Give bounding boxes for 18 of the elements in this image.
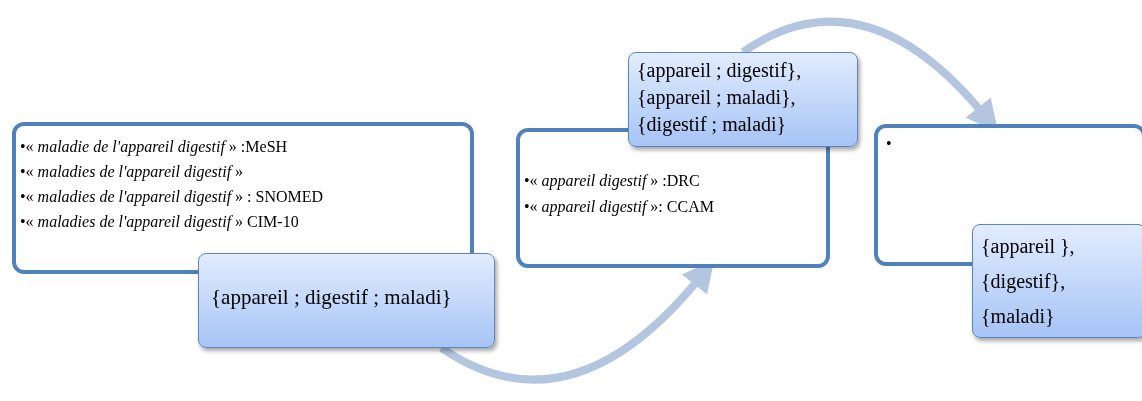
term-box — [628, 52, 858, 147]
term-set: {appareil ; digestif ; maladi} — [211, 284, 452, 311]
term-set: {appareil }, — [981, 234, 1075, 260]
term-set: {appareil ; digestif}, — [637, 58, 802, 84]
list-item: •« maladies de l'appareil digestif » — [20, 162, 244, 183]
list-item: •« appareil digestif »: CCAM — [524, 197, 714, 218]
list-item: •« maladies de l'appareil digestif » CIM-10 — [20, 212, 299, 233]
text-panel — [12, 122, 474, 274]
term-set: {maladi} — [981, 304, 1055, 329]
list-item: •« appareil digestif » :DRC — [524, 171, 700, 192]
term-box — [972, 224, 1142, 338]
list-item: •« maladies de l'appareil digestif » : SNOMED — [20, 187, 324, 208]
term-set: {digestif}, — [981, 269, 1066, 295]
term-set: {appareil ; maladi}, — [637, 85, 796, 111]
list-item: • — [886, 134, 892, 154]
term-box — [198, 253, 495, 348]
list-item: •« maladie de l'appareil digestif » :MeSH — [20, 137, 288, 158]
term-set: {digestif ; maladi} — [637, 112, 787, 138]
